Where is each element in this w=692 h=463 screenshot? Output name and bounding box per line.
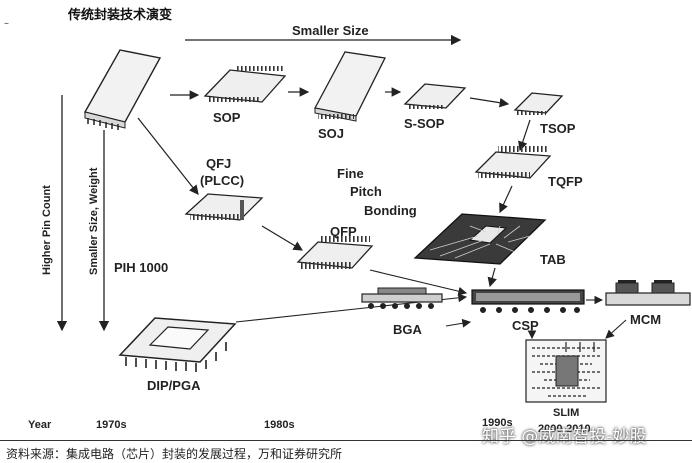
arrow-mcm-slim [605,319,627,339]
pih-label: PIH 1000 [114,260,168,275]
arrow-tqfp-tab [499,185,513,214]
bga-label: BGA [393,322,423,337]
decade-1990s: 1990s [482,417,513,429]
smaller-size-label: Smaller Size [292,23,369,38]
tqfp-label: TQFP [548,174,583,189]
dip-pga-chip-icon [118,317,237,372]
slim-module-icon [525,339,607,403]
decade-1970s: 1970s [96,419,127,431]
qfp-chip-icon [296,236,374,269]
arrow-dip-qfj [137,117,199,195]
tab-label: TAB [540,252,566,267]
bonding-label: Bonding [364,203,417,218]
plcc-label: (PLCC) [200,173,244,188]
dip-chip-icon [83,49,162,130]
csp-label: CSP [512,318,539,333]
soj-chip-icon [314,51,386,122]
decade-1980s: 1980s [264,419,295,431]
qfp-label: QFP [330,224,357,239]
dip-pga-label: DIP/PGA [147,378,201,393]
corner-mark: – [4,18,9,29]
bga-package-icon [361,287,443,309]
arrow-qfj-qfp [261,225,304,251]
sop-label: SOP [213,110,241,125]
tsop-chip-icon [513,92,564,115]
higher-pin-count-label: Higher Pin Count [41,185,53,275]
source-note: 资料来源：集成电路（芯片）封装的发展过程，万和证券研究所 [6,447,343,461]
qfj-label: QFJ [206,156,231,171]
tab-package-icon [413,213,547,265]
soj-label: SOJ [318,126,344,141]
year-label: Year [28,419,52,431]
arrow-tab-csp [487,267,497,288]
mcm-label: MCM [630,312,661,327]
arrow-bga-csp [445,318,472,328]
arrow-qfp-csp [369,269,468,296]
tsop-label: TSOP [540,121,576,136]
tqfp-chip-icon [474,146,552,179]
page-title: 传统封装技术演变 [68,8,173,23]
pitch-label: Pitch [350,184,382,199]
packaging-evolution-diagram: Smaller Size Higher Pin Count Smaller Si… [28,23,691,435]
s-sop-chip-icon [403,83,467,109]
slim-label: SLIM [553,407,579,419]
zhihu-watermark: 知乎 @威南智投-妙股 [482,427,647,447]
qfj-chip-icon [184,193,264,221]
arrow-tsop-tqfp [518,119,531,152]
mcm-package-icon [605,280,691,306]
csp-package-icon [471,289,585,313]
sop-chip-icon [203,66,287,103]
smaller-size-weight-label: Smaller Size, Weight [88,167,100,275]
arrow-ssop-tsop [469,97,510,108]
source-divider [0,440,692,441]
fine-label: Fine [337,166,364,181]
s-sop-label: S-SOP [404,116,445,131]
decade-2000-2010: 2000-2010 [538,423,591,435]
